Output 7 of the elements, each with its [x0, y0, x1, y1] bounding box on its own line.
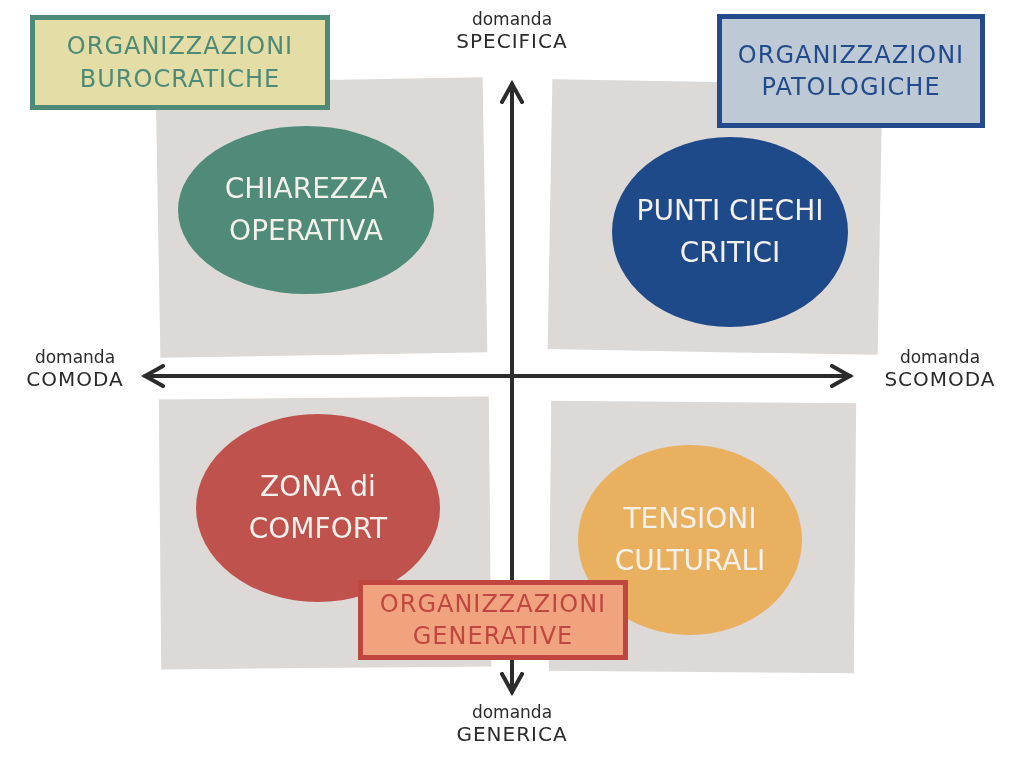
label-box: ORGANIZZAZIONI GENERATIVE [358, 580, 628, 660]
axis-label: domanda SCOMODA [883, 348, 997, 391]
axis-label: domanda COMODA [25, 348, 125, 391]
axis-label: domanda GENERICA [455, 703, 569, 746]
label-box: ORGANIZZAZIONI BUROCRATICHE [30, 15, 330, 110]
axis-label: domanda SPECIFICA [455, 10, 569, 53]
label-box: ORGANIZZAZIONI PATOLOGICHE [717, 14, 985, 128]
